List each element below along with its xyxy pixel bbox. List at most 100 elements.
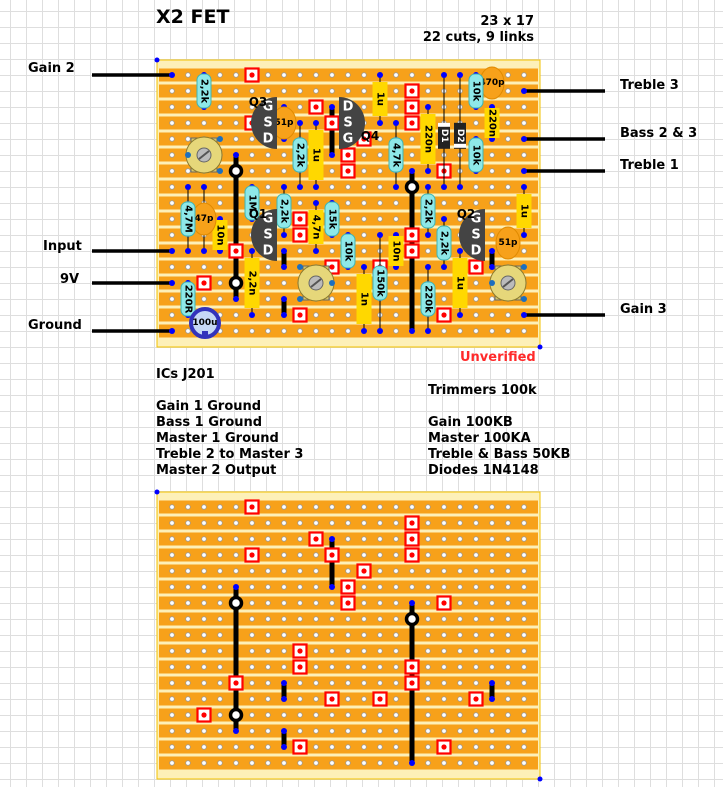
diode-label: D1 [439, 129, 449, 143]
diode [454, 122, 466, 149]
hole [169, 744, 175, 750]
hole [249, 136, 255, 142]
hole [441, 616, 447, 622]
track-cut-dot [345, 600, 351, 606]
solder-pad [377, 232, 383, 238]
solder-pad [425, 232, 431, 238]
hole [281, 584, 287, 590]
hole [505, 584, 511, 590]
hole [441, 584, 447, 590]
hole [393, 568, 399, 574]
hole [265, 760, 271, 766]
track-cut-dot [297, 216, 303, 222]
hole [441, 648, 447, 654]
resistor [180, 281, 196, 317]
hole [361, 152, 367, 158]
hole [473, 200, 479, 206]
hole [425, 504, 431, 510]
hole [249, 744, 255, 750]
hole [329, 632, 335, 638]
hole [345, 680, 351, 686]
solder-pad [521, 168, 527, 174]
hole [313, 504, 319, 510]
hole [169, 728, 175, 734]
hole [169, 600, 175, 606]
solder-pad [457, 312, 463, 318]
solder-pad [233, 152, 239, 158]
resistor-label: 2,2k [423, 199, 434, 224]
transistor-pin-label: G [343, 132, 354, 147]
hole [489, 728, 495, 734]
hole [185, 632, 191, 638]
hole [473, 536, 479, 542]
wire-label: Gain 3 [620, 302, 667, 317]
hole [329, 728, 335, 734]
solder-pad [249, 312, 255, 318]
solder-pad [393, 120, 399, 126]
hole [201, 568, 207, 574]
hole [521, 744, 527, 750]
hole [489, 744, 495, 750]
corner-marker [537, 776, 543, 782]
hole [361, 88, 367, 94]
hole [297, 200, 303, 206]
transistor-pin-label: D [471, 244, 482, 259]
hole [393, 664, 399, 670]
hole [217, 264, 223, 270]
hole [185, 168, 191, 174]
hole [265, 744, 271, 750]
link-junction [404, 611, 420, 627]
film-capacitor [308, 210, 324, 244]
hole [361, 680, 367, 686]
hole [521, 104, 527, 110]
hole [505, 152, 511, 158]
hole [249, 648, 255, 654]
hole [505, 696, 511, 702]
diode [438, 122, 450, 149]
polarity-marker [202, 331, 208, 335]
track-cut-dot [441, 600, 447, 606]
hole [377, 200, 383, 206]
hole [313, 520, 319, 526]
hole [329, 648, 335, 654]
hole [489, 200, 495, 206]
hole [393, 216, 399, 222]
trimmer-pin [185, 152, 191, 158]
wire-label: Input [43, 239, 82, 254]
note-line: Treble & Bass 50KB [428, 447, 571, 462]
hole [217, 728, 223, 734]
hole [361, 72, 367, 78]
solder-pad [521, 232, 527, 238]
hole [169, 696, 175, 702]
hole [393, 312, 399, 318]
hole [377, 712, 383, 718]
hole [377, 216, 383, 222]
film-capacitor [308, 130, 324, 180]
transistor-pin-label: G [263, 100, 274, 115]
hole [217, 72, 223, 78]
solder-pad [489, 248, 495, 254]
hole [521, 696, 527, 702]
resistor [196, 73, 212, 109]
hole [361, 216, 367, 222]
resistor-label: 220k [423, 285, 434, 313]
hole [201, 584, 207, 590]
hole [409, 584, 415, 590]
hole [265, 504, 271, 510]
electrolytic-capacitor [189, 307, 221, 339]
hole [441, 664, 447, 670]
resistor [468, 73, 484, 109]
hole [233, 568, 239, 574]
hole [409, 72, 415, 78]
hole [521, 568, 527, 574]
solder-pad [425, 168, 431, 174]
hole [505, 680, 511, 686]
solder-pad [329, 152, 335, 158]
hole [201, 616, 207, 622]
hole [345, 616, 351, 622]
hole [201, 600, 207, 606]
hole [329, 184, 335, 190]
hole [345, 744, 351, 750]
solder-pad [361, 264, 367, 270]
hole [265, 296, 271, 302]
